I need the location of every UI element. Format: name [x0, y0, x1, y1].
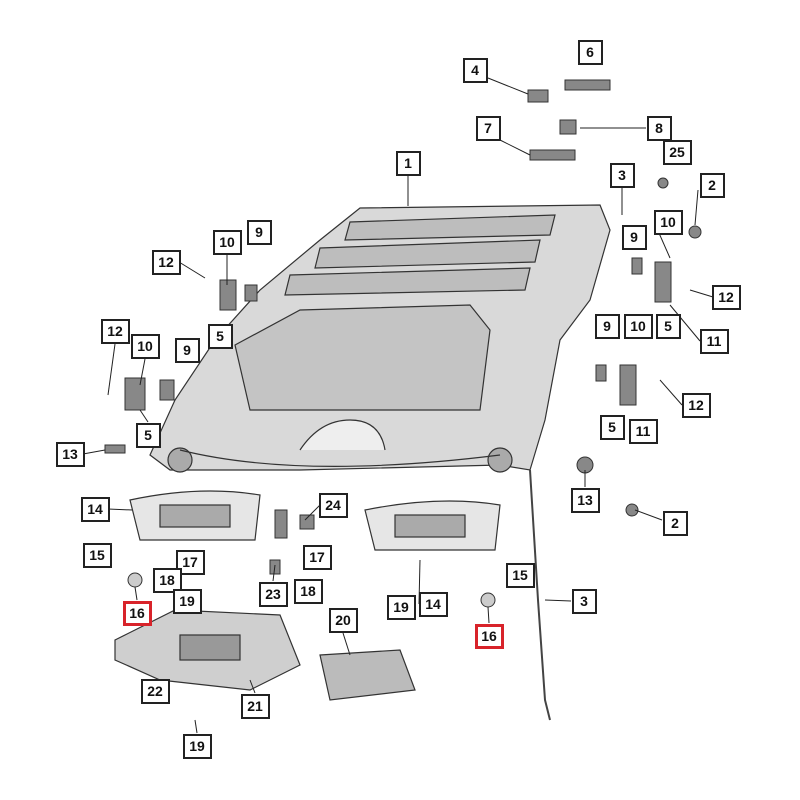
grab-handle-cable: [529, 469, 551, 721]
callout-12: 12: [100, 318, 130, 344]
callout-15: 15: [505, 562, 535, 588]
callout-5: 5: [655, 313, 681, 339]
callout-13: 13: [55, 441, 85, 467]
callout-10: 10: [130, 333, 160, 359]
callout-18: 18: [293, 578, 323, 604]
callout-2: 2: [662, 510, 688, 536]
callout-9: 9: [594, 313, 620, 339]
callout-9: 9: [621, 224, 647, 250]
callout-12: 12: [681, 392, 711, 418]
callout-12: 12: [151, 249, 181, 275]
callout-16: 16: [474, 623, 504, 649]
callout-24: 24: [318, 492, 348, 518]
callout-3: 3: [609, 162, 635, 188]
callout-4: 4: [462, 57, 488, 83]
callout-1: 1: [395, 150, 421, 176]
callout-14: 14: [80, 496, 110, 522]
callout-21: 21: [240, 693, 270, 719]
callout-10: 10: [623, 313, 653, 339]
callout-19: 19: [172, 588, 202, 614]
callout-9: 9: [246, 219, 272, 245]
callout-5: 5: [135, 422, 161, 448]
callout-11: 11: [628, 418, 658, 444]
right-sun-visor: [364, 500, 501, 551]
callout-17: 17: [175, 549, 205, 575]
callout-20: 20: [328, 607, 358, 633]
callout-15: 15: [82, 542, 112, 568]
callout-25: 25: [662, 139, 692, 165]
callout-3: 3: [571, 588, 597, 614]
callout-12: 12: [711, 284, 741, 310]
callout-10: 10: [653, 209, 683, 235]
small-parts: [104, 79, 702, 608]
callout-5: 5: [599, 414, 625, 440]
callout-10: 10: [212, 229, 242, 255]
callout-19: 19: [182, 733, 212, 759]
left-sun-visor: [129, 490, 261, 541]
dome-lamp: [319, 649, 416, 701]
callout-6: 6: [577, 39, 603, 65]
callout-11: 11: [699, 328, 729, 354]
callout-5: 5: [207, 323, 233, 349]
callout-22: 22: [140, 678, 170, 704]
callout-18: 18: [152, 567, 182, 593]
callout-16: 16: [122, 600, 152, 626]
callout-14: 14: [418, 591, 448, 617]
callout-7: 7: [475, 115, 501, 141]
callout-23: 23: [258, 581, 288, 607]
callout-9: 9: [174, 337, 200, 363]
callout-13: 13: [570, 487, 600, 513]
callout-17: 17: [302, 544, 332, 570]
headliner-panel: [149, 204, 611, 473]
overhead-console: [114, 609, 301, 691]
callout-2: 2: [699, 172, 725, 198]
callout-19: 19: [386, 594, 416, 620]
callout-8: 8: [646, 115, 672, 141]
